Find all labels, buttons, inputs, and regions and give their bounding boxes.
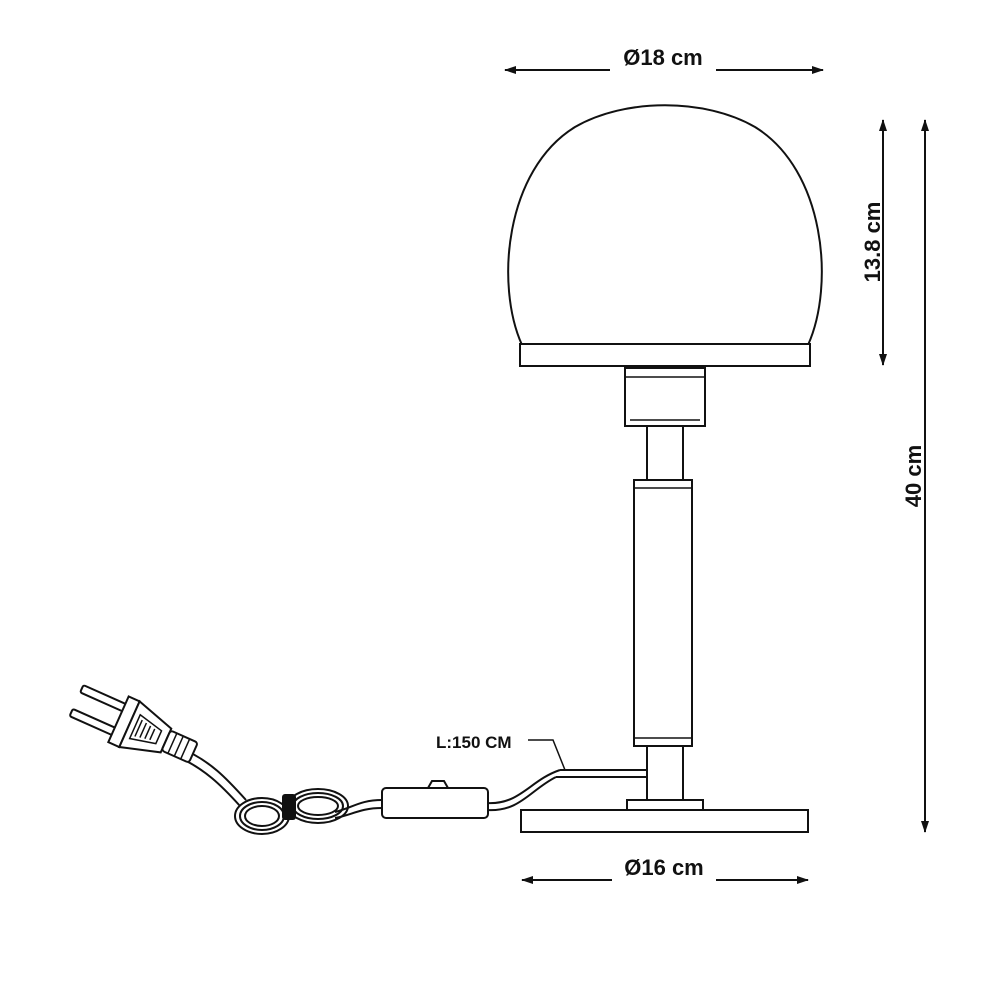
cable-length-leader: [528, 739, 566, 771]
plug-prong-bottom: [69, 708, 118, 737]
shade-height-dimension: 13.8 cm: [860, 119, 887, 366]
shade-rim: [519, 343, 811, 367]
cable-length-callout: L:150 CM: [436, 733, 566, 771]
total-height-dimension: 40 cm: [901, 119, 929, 833]
upper-stem: [646, 425, 684, 481]
shade-height-label: 13.8 cm: [860, 202, 885, 283]
total-height-label: 40 cm: [901, 445, 926, 507]
inline-switch: [381, 787, 489, 819]
base-diameter-label: Ø16 cm: [624, 855, 704, 880]
lower-stem: [646, 745, 684, 801]
shade-diameter-dimension: Ø18 cm: [504, 44, 824, 74]
main-column: [633, 479, 693, 747]
coil-tie: [282, 794, 296, 820]
plug-prong-top: [79, 684, 128, 713]
base-plate: [520, 809, 809, 833]
cable-length-label: L:150 CM: [436, 733, 512, 752]
base-diameter-dimension: Ø16 cm: [521, 853, 809, 884]
shade-diameter-label: Ø18 cm: [623, 45, 703, 70]
euro-plug: [69, 684, 198, 763]
glass-shade: [507, 104, 823, 346]
base-collar: [626, 799, 704, 811]
lamp: [507, 104, 823, 833]
plug-strain-relief: [161, 730, 198, 763]
cable-coil: [234, 788, 349, 835]
switch-rocker: [427, 780, 449, 789]
